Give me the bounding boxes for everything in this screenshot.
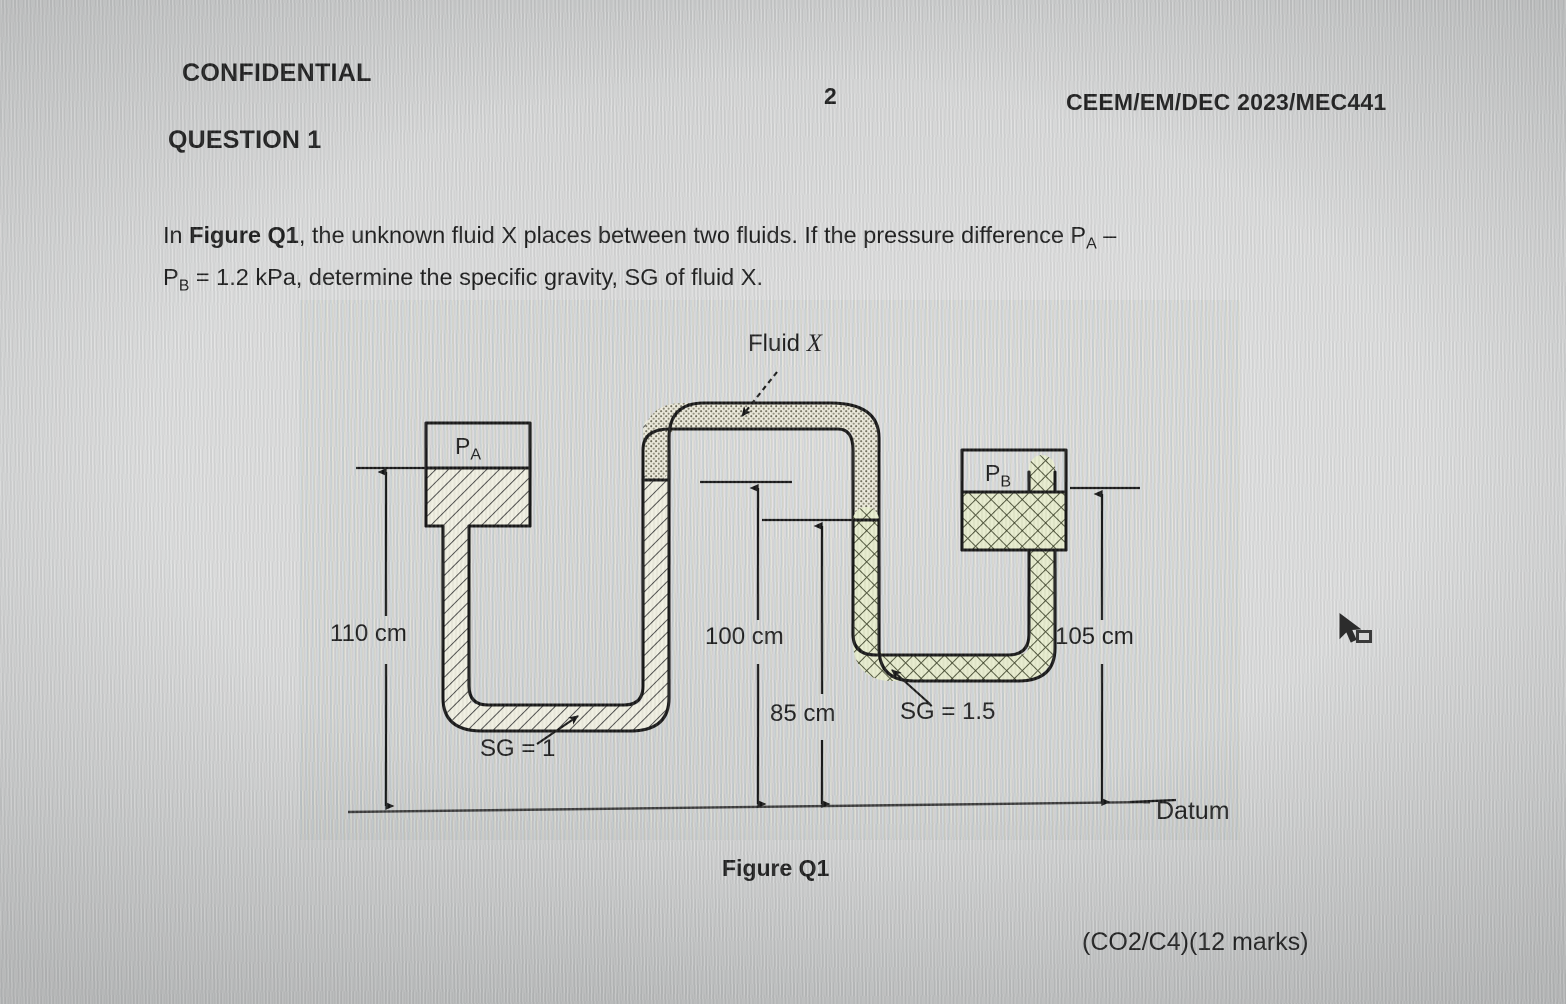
course-code: CEEM/EM/DEC 2023/MEC441 [1066, 89, 1387, 115]
datum-label: Datum [1156, 797, 1230, 825]
question-text-line-1: In Figure Q1, the unknown fluid X places… [163, 222, 1116, 254]
dimension-label-85: 85 cm [770, 700, 836, 727]
question-line1-rest: , the unknown fluid X places between two… [298, 222, 1087, 248]
dimension-label-105: 105 cm [1055, 623, 1134, 650]
fluid-x-fill [643, 403, 879, 533]
datum-leader [1129, 798, 1177, 804]
fluid-x-word: Fluid [748, 330, 807, 357]
specific-gravity-label-right: SG = 1.5 [900, 698, 996, 725]
pressure-a-label: PA [455, 433, 481, 465]
dimension-label-110: 110 cm [330, 620, 407, 647]
figure-caption: Figure Q1 [722, 855, 830, 881]
datum-line [347, 800, 1151, 814]
page-number: 2 [824, 83, 837, 109]
manometer-svg [347, 371, 1177, 814]
pa-subscript: A [470, 445, 482, 464]
question-line1-subscript: A [1086, 235, 1097, 253]
question-line1-tail: – [1096, 222, 1117, 248]
marks-annotation: (CO2/C4)(12 marks) [1082, 928, 1309, 956]
pb-letter: P [985, 460, 1001, 486]
left-utube-inner-wall [467, 466, 645, 707]
fluid-x-outer-wall [667, 401, 881, 522]
right-utube-inner-wall [851, 470, 1031, 657]
right-utube-outer-wall [877, 470, 1057, 683]
figure-q1-diagram: PA PB Fluid X 110 cm 100 cm 85 cm 105 cm… [330, 320, 1230, 840]
pb-subscript: B [1000, 472, 1012, 491]
question-line2-rest: = 1.2 kPa, determine the specific gravit… [189, 264, 763, 290]
sg-15-leader [891, 669, 931, 705]
question-text-line-2: PB = 1.2 kPa, determine the specific gra… [163, 264, 763, 296]
specific-gravity-label-left: SG = 1 [480, 735, 556, 762]
water-fill-left-utube [443, 417, 669, 731]
fluid-x-leader [741, 371, 778, 417]
question-line1-figure-ref: Figure Q1 [189, 222, 299, 248]
fluid-x-inner-wall [641, 427, 855, 522]
fluid-x-symbol: X [806, 330, 822, 357]
heavy-fluid-fill-right-tank [962, 492, 1066, 550]
pressure-b-label: PB [985, 460, 1011, 492]
water-fill-left-tank [426, 468, 530, 526]
question-line2-prefix: P [163, 264, 179, 290]
sg-1-leader [536, 715, 579, 745]
fluid-x-label: Fluid X [748, 330, 822, 358]
question-line2-subscript: B [178, 277, 190, 295]
question-line1-prefix: In [163, 222, 190, 248]
dimension-label-100: 100 cm [705, 623, 784, 650]
question-heading: QUESTION 1 [168, 126, 322, 154]
pa-letter: P [455, 433, 471, 459]
confidential-watermark: CONFIDENTIAL [182, 59, 372, 87]
mouse-pointer-icon [1336, 612, 1378, 657]
